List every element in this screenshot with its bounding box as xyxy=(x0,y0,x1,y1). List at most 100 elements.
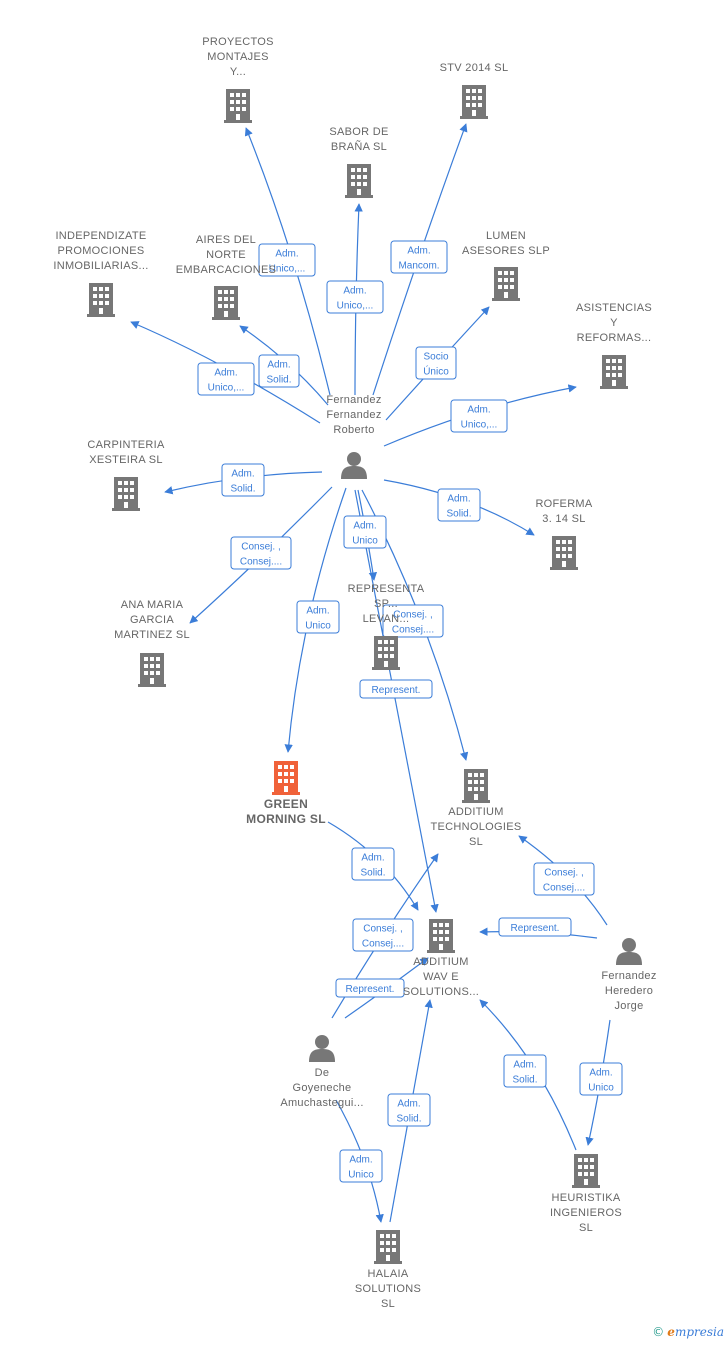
e-ana-label[interactable]: Consej. ,Consej.... xyxy=(230,536,292,570)
node-independizate[interactable]: INDEPENDIZATEPROMOCIONESINMOBILIARIAS... xyxy=(53,230,148,317)
person-icon xyxy=(616,938,642,965)
node-label: Y xyxy=(610,317,618,329)
edge-label-text: Adm. xyxy=(447,494,470,505)
node-proyectos[interactable]: PROYECTOSMONTAJESY... xyxy=(202,36,274,123)
edge-label-box xyxy=(450,399,508,433)
node-label: SP... xyxy=(374,598,398,610)
edge-label-text: Adm. xyxy=(349,1155,372,1166)
node-label: HALAIA xyxy=(368,1268,409,1280)
e-halaia-wav-label[interactable]: Adm. Solid. xyxy=(387,1093,431,1127)
edge-label-box xyxy=(533,862,595,896)
node-label: BRAÑA SL xyxy=(331,140,387,153)
node-label: XESTEIRA SL xyxy=(89,454,163,466)
building-icon xyxy=(462,769,490,803)
e-asistencias-label[interactable]: Adm.Unico,... xyxy=(450,399,508,433)
edge-label-box xyxy=(503,1054,547,1088)
node-label: SOLUTIONS xyxy=(355,1283,421,1295)
e-additium-tech-r-label[interactable]: Consej. ,Consej.... xyxy=(382,604,444,638)
brand-name: mpresia xyxy=(674,1325,724,1339)
edge-label-text: Adm. xyxy=(231,469,254,480)
edge-label-box xyxy=(351,847,395,881)
node-stv[interactable]: STV 2014 SL xyxy=(440,62,509,119)
edge-label-text: Unico,... xyxy=(269,264,306,275)
person-icon xyxy=(341,452,367,479)
e-goy-halaia-label[interactable]: Adm. Unico xyxy=(339,1149,383,1183)
e-green-label[interactable]: Adm.Unico xyxy=(296,600,340,634)
edge-label-text: Unico,... xyxy=(208,383,245,394)
e-proyectos-label[interactable]: Adm.Unico,... xyxy=(258,243,316,277)
empresia-logo: ©empresia xyxy=(652,1325,724,1339)
edge-label-text: Solid. xyxy=(396,1114,421,1125)
node-label: GARCIA xyxy=(130,614,174,626)
e-heur-wav-label[interactable]: Adm.Solid. xyxy=(503,1054,547,1088)
building-icon xyxy=(572,1154,600,1188)
building-icon xyxy=(460,85,488,119)
e-goy-wav-label[interactable]: Represent. xyxy=(335,978,405,998)
edge-label-text: Solid. xyxy=(360,868,385,879)
node-label: Amuchastegui... xyxy=(280,1097,363,1109)
e-aires-label[interactable]: Adm.Solid. xyxy=(258,354,300,388)
edge-label-box xyxy=(343,515,387,549)
e-jorge-wav-label[interactable]: Represent. xyxy=(498,917,572,937)
edge-label-text: Represent. xyxy=(511,923,560,934)
edge-label-text: Consej.... xyxy=(362,939,404,950)
building-icon xyxy=(224,89,252,123)
copyright-symbol: © xyxy=(652,1325,665,1339)
node-label: PROYECTOS xyxy=(202,36,274,48)
node-goyeneche[interactable]: DeGoyenecheAmuchastegui... xyxy=(280,1035,363,1109)
node-label: Goyeneche xyxy=(293,1082,352,1094)
node-label: SABOR DE xyxy=(329,126,388,138)
node-label: Fernandez xyxy=(601,970,656,982)
building-icon xyxy=(372,636,400,670)
edge-label-text: Unico xyxy=(348,1170,374,1181)
e-carpinteria-label[interactable]: Adm.Solid. xyxy=(221,463,265,497)
node-label: TECHNOLOGIES xyxy=(430,821,521,833)
e-jorge-tech-label[interactable]: Consej. ,Consej.... xyxy=(533,862,595,896)
node-label: REFORMAS... xyxy=(577,332,652,344)
node-sabor[interactable]: SABOR DE BRAÑA SL xyxy=(329,126,388,198)
e-representa-adm-label[interactable]: Adm.Unico xyxy=(343,515,387,549)
e-stv-label[interactable]: Adm.Mancom. xyxy=(390,240,448,274)
edge-label-text: Único xyxy=(423,365,449,378)
node-label: NORTE xyxy=(206,249,246,261)
edge-label-text: Adm. xyxy=(397,1099,420,1110)
e-jorge-heur-label[interactable]: Adm.Unico xyxy=(579,1062,623,1096)
e-represent-r-label[interactable]: Represent. xyxy=(359,679,433,699)
building-icon xyxy=(427,919,455,953)
edge-label-text: Solid. xyxy=(266,375,291,386)
edge-label-box xyxy=(579,1062,623,1096)
building-icon xyxy=(272,761,300,795)
node-representa[interactable]: REPRESENTASP...LEVAN... xyxy=(348,583,425,670)
e-roferma-label[interactable]: Adm.Solid. xyxy=(437,488,481,522)
node-label: Fernandez xyxy=(326,394,381,406)
edge-label-box xyxy=(382,604,444,638)
edge-label-text: Consej.... xyxy=(543,883,585,894)
e-green-wav-label[interactable]: Adm.Solid. xyxy=(351,847,395,881)
edge-label-box xyxy=(326,280,384,314)
edge-label-text: Unico xyxy=(352,536,378,547)
edge-label-text: Unico,... xyxy=(461,420,498,431)
edge-label-box xyxy=(197,362,255,396)
node-asistencias[interactable]: ASISTENCIASYREFORMAS... xyxy=(576,302,652,389)
node-label: LUMEN xyxy=(486,230,526,242)
node-label: SOLUTIONS... xyxy=(403,986,479,998)
e-goy-tech-label[interactable]: Consej. ,Consej.... xyxy=(352,918,414,952)
e-sabor-label[interactable]: Adm.Unico,... xyxy=(326,280,384,314)
edge-label-box xyxy=(296,600,340,634)
node-label: SL xyxy=(469,836,483,848)
edge-label-text: Represent. xyxy=(346,984,395,995)
e-independizate-label[interactable]: Adm.Unico,... xyxy=(197,362,255,396)
